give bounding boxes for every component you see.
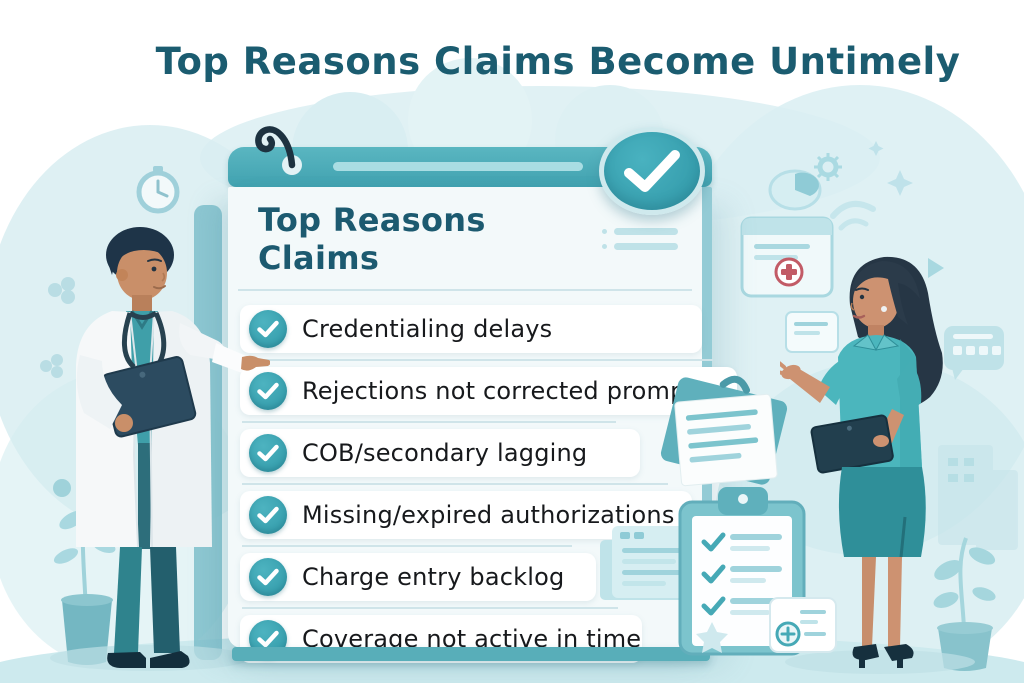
clock-icon (136, 166, 180, 214)
signal-arcs-icon (830, 200, 876, 231)
item-label: Credentialing delays (302, 315, 553, 343)
medical-card-icon (740, 216, 834, 298)
right-plant (933, 537, 996, 671)
building-silhouette (938, 445, 1018, 550)
note-card-icon (785, 311, 839, 353)
sparkle-icons (868, 141, 913, 196)
list-lines-icon (602, 228, 684, 250)
item-label: Rejections not corrected promptly (302, 377, 717, 405)
clipboard-handle-slot (333, 162, 583, 171)
check-icon (249, 310, 287, 348)
check-icon (249, 434, 287, 472)
item-label: COB/secondary lagging (302, 439, 588, 467)
check-icon (249, 558, 287, 596)
checklist-item: Credentialing delays (240, 305, 702, 353)
binder-ring-icon (255, 126, 302, 175)
check-icon (249, 372, 287, 410)
checklist-item: Charge entry backlog (240, 545, 596, 601)
gear-icon (814, 153, 842, 181)
check-badge-icon (599, 127, 705, 215)
checklist-clipboard: Top Reasons Claims Credentialing delays … (228, 118, 737, 663)
item-label: Charge entry backlog (302, 563, 565, 591)
page-title: Top Reasons Claims Become Untimely (155, 40, 961, 83)
speech-bubble-icon (944, 326, 1004, 380)
pie-chart-icon (768, 169, 822, 211)
figure-shadow (50, 645, 250, 671)
background-pillar (194, 205, 222, 660)
checklist-item: Missing/expired authorizations (240, 483, 692, 539)
clipboard-base (232, 647, 710, 661)
checklist-item: COB/secondary lagging (240, 421, 640, 477)
panel-heading: Top Reasons Claims (258, 201, 486, 277)
header-divider (238, 289, 692, 291)
figure-shadow (785, 650, 975, 674)
flower-icons (40, 277, 75, 378)
panel-header: Top Reasons Claims (228, 187, 702, 277)
checklist-item: Rejections not corrected promptly (240, 359, 737, 415)
checklist-panel: Top Reasons Claims Credentialing delays … (228, 187, 737, 663)
item-label: Missing/expired authorizations (302, 501, 675, 529)
check-icon (249, 496, 287, 534)
checklist-items: Credentialing delays Rejections not corr… (228, 305, 737, 663)
